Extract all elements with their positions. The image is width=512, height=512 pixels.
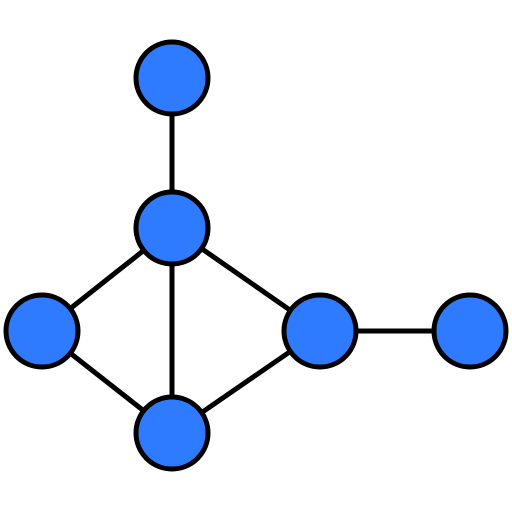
node-left <box>3 292 81 370</box>
nodes-layer <box>3 39 509 472</box>
node-upper-center <box>133 189 211 267</box>
node-right-center <box>281 292 359 370</box>
node-far-right <box>431 292 509 370</box>
node-top <box>133 39 211 117</box>
node-bottom <box>133 394 211 472</box>
